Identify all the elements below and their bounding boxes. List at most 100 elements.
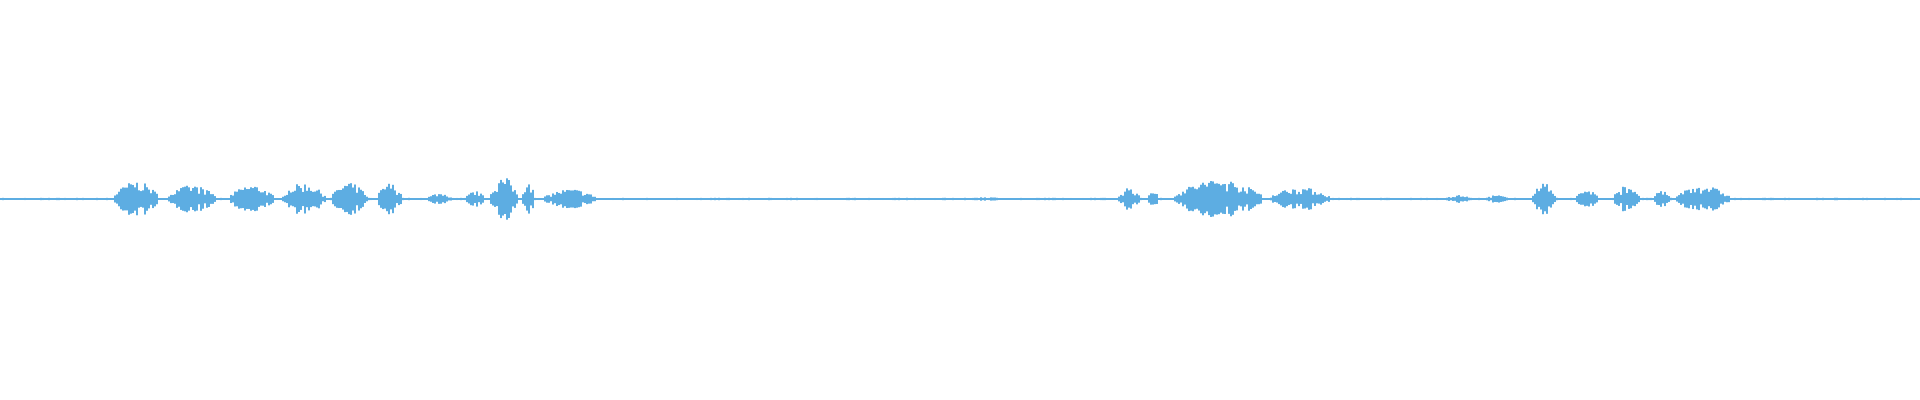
waveform-bar bbox=[500, 179, 502, 219]
waveform-bar bbox=[480, 193, 482, 205]
waveform-bar bbox=[1420, 197, 1422, 201]
waveform-bar bbox=[818, 198, 820, 200]
waveform-bar bbox=[784, 198, 786, 200]
waveform-bar bbox=[80, 198, 82, 200]
waveform-bar bbox=[1866, 197, 1868, 201]
waveform-bar bbox=[606, 198, 608, 200]
waveform-bar bbox=[1424, 198, 1426, 200]
waveform-bar bbox=[642, 198, 644, 200]
waveform-bar bbox=[1040, 198, 1042, 200]
waveform-bar bbox=[1428, 198, 1430, 200]
waveform-bar bbox=[228, 198, 230, 200]
waveform-bar bbox=[424, 197, 426, 201]
waveform-bar bbox=[858, 198, 860, 200]
waveform-bar bbox=[870, 198, 872, 200]
waveform-bar bbox=[1126, 188, 1128, 210]
waveform-bar bbox=[202, 189, 204, 209]
waveform-bar bbox=[1682, 194, 1684, 204]
waveform-bar bbox=[694, 197, 696, 201]
waveform-bar bbox=[1130, 189, 1132, 209]
waveform-bar bbox=[1016, 197, 1018, 201]
waveform-bar bbox=[1794, 198, 1796, 200]
waveform-bar bbox=[852, 197, 854, 201]
waveform-bar bbox=[638, 198, 640, 200]
waveform-bar bbox=[608, 198, 610, 200]
waveform-bar bbox=[978, 198, 980, 200]
waveform-bar bbox=[1814, 198, 1816, 200]
waveform-bar bbox=[894, 197, 896, 201]
waveform-bar bbox=[780, 198, 782, 200]
waveform-bar bbox=[1090, 197, 1092, 201]
waveform-bar bbox=[1774, 198, 1776, 200]
waveform-bar bbox=[578, 190, 580, 208]
waveform-bar bbox=[1544, 186, 1546, 212]
waveform-bar bbox=[1684, 190, 1686, 208]
waveform-bar bbox=[168, 196, 170, 202]
waveform-bar bbox=[682, 198, 684, 200]
waveform-bar bbox=[384, 189, 386, 209]
waveform-bar bbox=[1558, 198, 1560, 200]
waveform-bar bbox=[1698, 187, 1700, 211]
waveform-bar bbox=[922, 198, 924, 200]
waveform-bar bbox=[1096, 198, 1098, 200]
waveform-bar bbox=[878, 198, 880, 200]
waveform-bar bbox=[494, 191, 496, 207]
waveform-bar bbox=[1758, 198, 1760, 200]
waveform-bar bbox=[118, 191, 120, 207]
waveform-bar bbox=[1580, 193, 1582, 205]
waveform-bar bbox=[466, 195, 468, 203]
waveform-bar bbox=[636, 198, 638, 200]
waveform-bar bbox=[330, 197, 332, 201]
waveform-bar bbox=[1046, 198, 1048, 200]
waveform-bar bbox=[1188, 186, 1190, 212]
waveform-bar bbox=[992, 197, 994, 201]
waveform-bar bbox=[278, 198, 280, 200]
waveform-bar bbox=[1120, 194, 1122, 204]
waveform-bar bbox=[848, 197, 850, 201]
waveform-bar bbox=[272, 195, 274, 203]
waveform-bar bbox=[1444, 198, 1446, 200]
waveform-bar bbox=[1264, 198, 1266, 200]
waveform-bar bbox=[1538, 191, 1540, 207]
waveform-bar bbox=[1678, 195, 1680, 203]
waveform-bar bbox=[904, 198, 906, 200]
waveform-bar bbox=[1358, 197, 1360, 201]
waveform-bar bbox=[250, 187, 252, 211]
waveform-bar bbox=[1202, 182, 1204, 216]
waveform-bar bbox=[1372, 198, 1374, 200]
waveform-bar bbox=[536, 198, 538, 200]
waveform-bar bbox=[710, 197, 712, 201]
waveform-bar bbox=[1724, 196, 1726, 202]
waveform-bar bbox=[1184, 193, 1186, 205]
waveform-bar bbox=[610, 198, 612, 200]
waveform-bar bbox=[54, 198, 56, 200]
waveform-bar bbox=[438, 194, 440, 204]
waveform-bar bbox=[348, 183, 350, 215]
waveform-bar bbox=[1060, 198, 1062, 200]
waveform-bar bbox=[690, 198, 692, 200]
waveform-bar bbox=[1524, 198, 1526, 200]
waveform-bar bbox=[1736, 198, 1738, 200]
waveform-bar bbox=[1072, 198, 1074, 200]
waveform-bar bbox=[1158, 198, 1160, 200]
waveform-bar bbox=[1874, 198, 1876, 200]
waveform-bar bbox=[1306, 190, 1308, 208]
waveform-bar bbox=[1318, 194, 1320, 204]
waveform-bar bbox=[1530, 198, 1532, 200]
waveform-bar bbox=[766, 198, 768, 200]
waveform-bar bbox=[130, 184, 132, 214]
waveform-bar bbox=[724, 198, 726, 200]
waveform-bar bbox=[1378, 198, 1380, 200]
waveform-bar bbox=[1872, 198, 1874, 200]
waveform-bar bbox=[1612, 197, 1614, 201]
waveform-bar bbox=[160, 198, 162, 200]
waveform-bar bbox=[708, 198, 710, 200]
waveform-bar bbox=[206, 190, 208, 208]
waveform-bar bbox=[1512, 198, 1514, 200]
waveform-bar bbox=[1460, 196, 1462, 202]
waveform-bar bbox=[1076, 198, 1078, 200]
waveform-bar bbox=[756, 198, 758, 200]
waveform-bar bbox=[1236, 187, 1238, 211]
waveform-bar bbox=[1764, 197, 1766, 201]
